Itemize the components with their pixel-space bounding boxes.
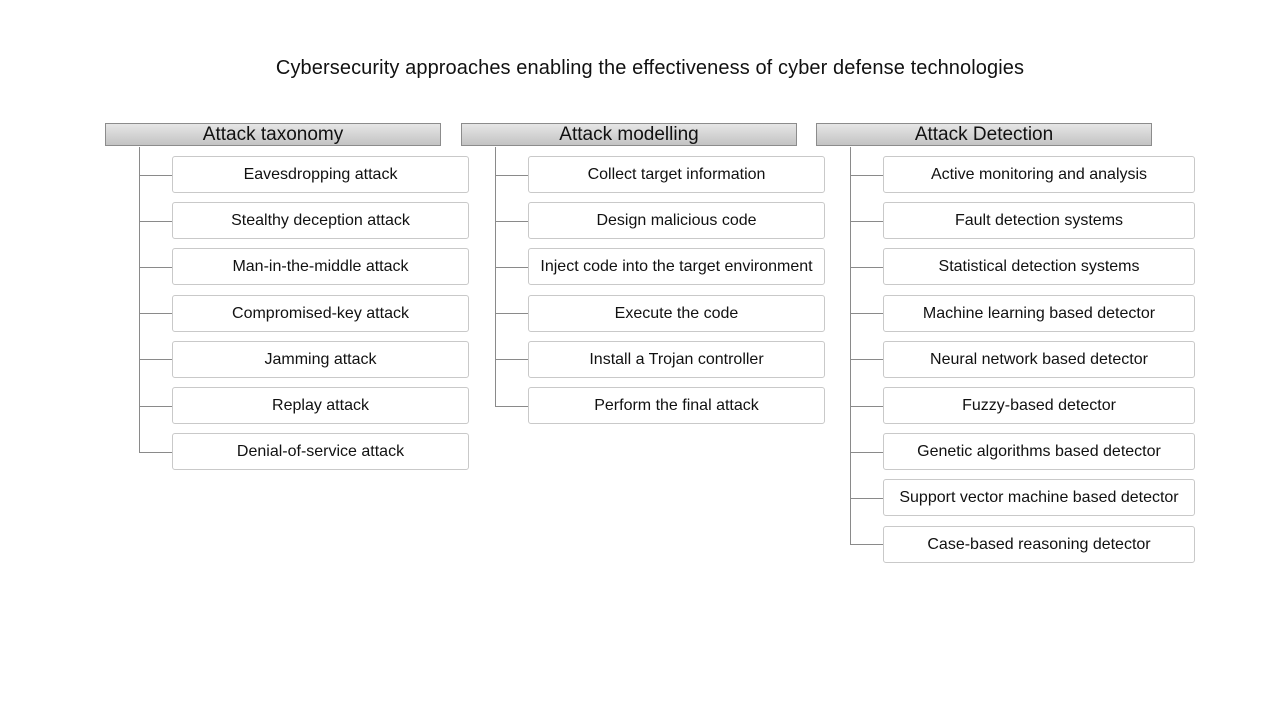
- tree-branch-line: [850, 359, 883, 360]
- list-item: Execute the code: [528, 295, 825, 332]
- tree-branch-line: [850, 175, 883, 176]
- tree-branch-line: [850, 313, 883, 314]
- tree-branch-line: [139, 267, 172, 268]
- list-item: Replay attack: [172, 387, 469, 424]
- list-item: Eavesdropping attack: [172, 156, 469, 193]
- tree-branch-line: [850, 452, 883, 453]
- list-item: Denial-of-service attack: [172, 433, 469, 470]
- list-item: Active monitoring and analysis: [883, 156, 1195, 193]
- tree-branch-line: [495, 221, 528, 222]
- tree-trunk-line: [139, 147, 140, 453]
- tree-branch-line: [495, 267, 528, 268]
- list-item: Statistical detection systems: [883, 248, 1195, 285]
- list-item: Compromised-key attack: [172, 295, 469, 332]
- tree-branch-line: [850, 221, 883, 222]
- list-item: Machine learning based detector: [883, 295, 1195, 332]
- tree-branch-line: [139, 452, 172, 453]
- tree-trunk-line: [495, 147, 496, 407]
- column-heading: Attack Detection: [816, 123, 1152, 146]
- tree-branch-line: [850, 406, 883, 407]
- list-item: Fault detection systems: [883, 202, 1195, 239]
- list-item: Stealthy deception attack: [172, 202, 469, 239]
- list-item: Jamming attack: [172, 341, 469, 378]
- list-item: Support vector machine based detector: [883, 479, 1195, 516]
- list-item: Man-in-the-middle attack: [172, 248, 469, 285]
- tree-branch-line: [850, 498, 883, 499]
- list-item: Inject code into the target environment: [528, 248, 825, 285]
- column-heading: Attack taxonomy: [105, 123, 441, 146]
- tree-branch-line: [139, 221, 172, 222]
- list-item: Design malicious code: [528, 202, 825, 239]
- tree-branch-line: [495, 175, 528, 176]
- list-item: Case-based reasoning detector: [883, 526, 1195, 563]
- tree-branch-line: [139, 175, 172, 176]
- diagram-title: Cybersecurity approaches enabling the ef…: [275, 57, 1025, 79]
- tree-branch-line: [495, 359, 528, 360]
- list-item: Install a Trojan controller: [528, 341, 825, 378]
- tree-branch-line: [495, 313, 528, 314]
- tree-branch-line: [850, 267, 883, 268]
- list-item: Genetic algorithms based detector: [883, 433, 1195, 470]
- tree-branch-line: [139, 313, 172, 314]
- list-item: Neural network based detector: [883, 341, 1195, 378]
- list-item: Collect target information: [528, 156, 825, 193]
- list-item: Perform the final attack: [528, 387, 825, 424]
- tree-trunk-line: [850, 147, 851, 546]
- column-heading: Attack modelling: [461, 123, 797, 146]
- tree-branch-line: [139, 406, 172, 407]
- list-item: Fuzzy-based detector: [883, 387, 1195, 424]
- tree-branch-line: [495, 406, 528, 407]
- tree-branch-line: [139, 359, 172, 360]
- tree-branch-line: [850, 544, 883, 545]
